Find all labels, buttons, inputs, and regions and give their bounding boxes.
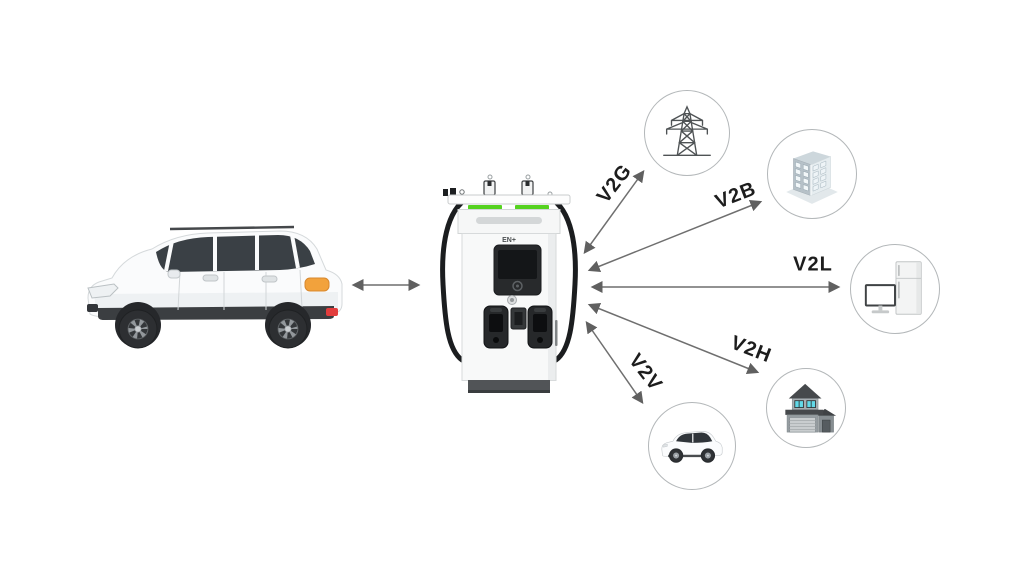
computer-monitor [864, 284, 896, 314]
suv-door-seams [177, 269, 303, 311]
home-appliances-icon [864, 261, 922, 315]
suv-windows [156, 235, 315, 272]
suv-rear-wheel [265, 302, 311, 349]
suv-reflector [326, 308, 338, 316]
charger-cabinet-shade [548, 234, 556, 380]
suv-bumper-vent [87, 304, 98, 312]
power-grid-node [644, 90, 730, 176]
suv-door-handle-front [202, 274, 219, 282]
charger-head-slot [476, 217, 542, 224]
charger-connector-holster-right [527, 305, 553, 349]
v2h-arrow [587, 303, 760, 374]
ev-charger-illustration: EN+ [440, 174, 578, 393]
charger-center-socket [510, 307, 527, 330]
charger-led-strip-left [468, 205, 502, 210]
appliances-node [850, 244, 940, 334]
v2b-arrow [587, 199, 763, 273]
building-node [767, 129, 857, 219]
office-building-icon [786, 151, 838, 204]
suv-roof-rail [169, 225, 295, 231]
charger-brand-logo: EN+ [502, 237, 516, 244]
charger-led-strip-right [515, 205, 549, 210]
compact-car-icon [661, 430, 723, 463]
charger-top-plate [447, 194, 571, 205]
garage-door [789, 417, 816, 433]
house-windows [794, 400, 816, 408]
refrigerator [895, 261, 922, 315]
charger-top-screw [487, 174, 493, 180]
charger-stop-button [507, 295, 517, 305]
v2l-label: V2L [793, 253, 833, 276]
vehicle-node [648, 402, 736, 490]
suv-front-wheel [115, 302, 161, 349]
ev-suv-illustration [87, 225, 343, 349]
charger-top-screw [525, 174, 531, 180]
v2v-arrow [585, 321, 644, 404]
suv-headlight [87, 283, 119, 299]
charger-screen [493, 244, 542, 296]
compact-car-wheels [668, 448, 716, 463]
suv-door-handle-rear [261, 275, 278, 283]
charger-base [468, 380, 550, 393]
charger-connector-holster-left [483, 305, 509, 349]
charger-top-brackets [483, 180, 534, 196]
suv-side-mirror [167, 269, 181, 279]
house-icon [785, 383, 837, 433]
power-grid-icon [663, 105, 711, 156]
suv-taillight [304, 277, 330, 292]
house-node [766, 368, 846, 448]
suv-window-pillars [164, 234, 300, 272]
charger-side-handle [555, 320, 558, 346]
